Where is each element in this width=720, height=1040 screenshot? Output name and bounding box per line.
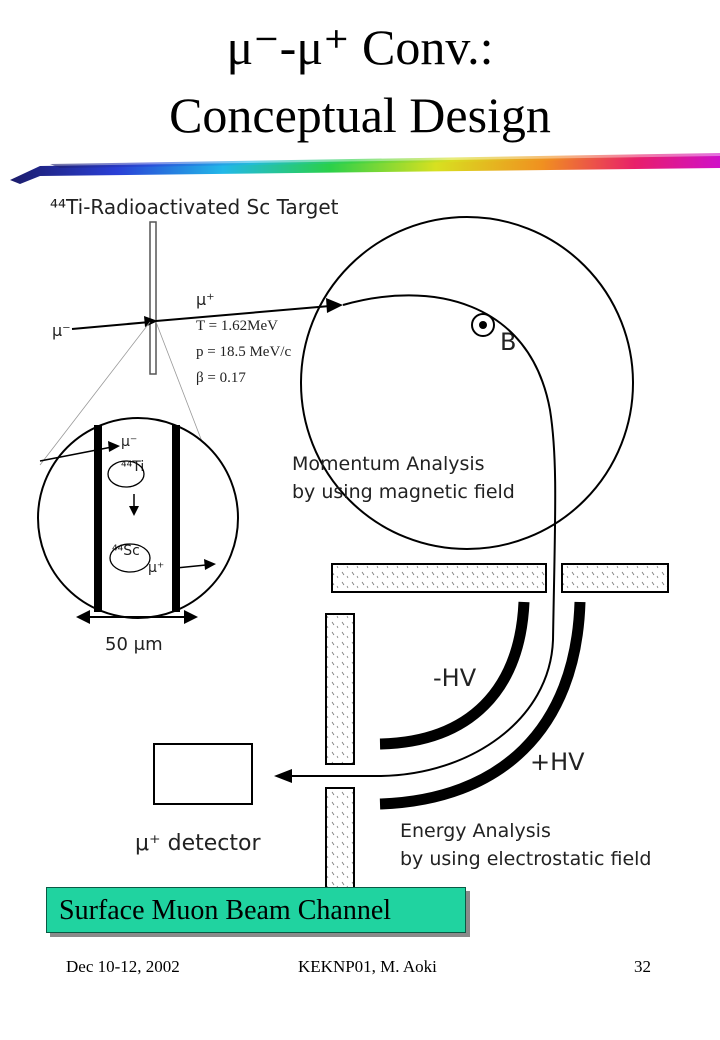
- target-foil: [149, 221, 157, 375]
- minus-hv-label: -HV: [433, 664, 477, 692]
- collimator-slab-lower: [325, 787, 355, 889]
- momentum-analyzer-circle: [300, 216, 634, 550]
- zoom-guide-left: [39, 321, 151, 466]
- width-arrow-left: [76, 610, 90, 624]
- footer-date: Dec 10-12, 2002: [66, 957, 180, 976]
- mu-plus-track: [155, 305, 331, 322]
- collimator-slab-upper: [325, 613, 355, 765]
- field-label: B: [500, 328, 516, 356]
- field-dot-icon: [479, 321, 487, 329]
- kinematics-momentum: p = 18.5 MeV/c: [196, 344, 291, 360]
- mu-plus-arrowhead: [326, 298, 343, 313]
- minus-hv-plate: [379, 601, 530, 750]
- energy-analysis-line2: by using electrostatic field: [400, 848, 651, 870]
- plus-hv-label: +HV: [530, 748, 585, 776]
- inset-mu-minus-arrowhead: [108, 441, 120, 452]
- mu-plus-label: μ⁺: [196, 290, 215, 309]
- target-label: ⁴⁴Ti-Radioactivated Sc Target: [50, 195, 339, 219]
- mu-plus-detector-box: [153, 743, 253, 805]
- momentum-analysis-line2: by using magnetic field: [292, 481, 515, 503]
- collimator-slab-right: [561, 563, 669, 593]
- beam-channel-label: Surface Muon Beam Channel: [46, 887, 466, 933]
- slide-title-line2: Conceptual Design: [169, 87, 551, 143]
- slide-title-line1: μ⁻-μ⁺ Conv.:: [226, 19, 494, 75]
- momentum-analysis-line1: Momentum Analysis: [292, 453, 485, 475]
- inset-sc-label: ⁴⁴Sc: [112, 543, 140, 559]
- inset-ti-label: ⁴⁴Ti: [121, 459, 144, 475]
- width-arrow-right: [184, 610, 198, 624]
- inset-mu-plus-arrowhead: [204, 559, 216, 570]
- width-label: 50 μm: [105, 634, 163, 655]
- mu-minus-track: [71, 321, 151, 330]
- footer-conference: KEKNP01, M. Aoki: [298, 957, 437, 976]
- kinematics-beta: β = 0.17: [196, 370, 246, 386]
- zoom-guide-right: [155, 321, 207, 453]
- plus-hv-plate: [379, 601, 586, 810]
- mu-minus-label: μ⁻: [52, 321, 71, 340]
- inset-mu-plus-label: μ⁺: [148, 560, 164, 576]
- mu-plus-trajectory: [290, 294, 557, 777]
- decay-arrowhead: [129, 506, 139, 516]
- kinematics-energy: T = 1.62MeV: [196, 318, 278, 334]
- target-inset-circle: [37, 417, 239, 619]
- inset-mu-minus-track: [39, 446, 113, 462]
- inset-mu-plus-track: [175, 564, 207, 569]
- inset-sc-orbit: [109, 543, 151, 573]
- field-out-of-page-icon: [471, 313, 495, 337]
- mu-minus-arrowhead: [144, 316, 158, 327]
- inset-ti-orbit: [107, 460, 145, 488]
- detector-label: μ⁺ detector: [135, 831, 261, 856]
- footer-page-number: 32: [634, 957, 651, 976]
- collimator-slab-left: [331, 563, 547, 593]
- inset-mu-minus-label: μ⁻: [121, 434, 137, 450]
- trajectory-arrowhead: [274, 769, 292, 783]
- energy-analysis-line1: Energy Analysis: [400, 820, 551, 842]
- rainbow-divider: [10, 153, 720, 184]
